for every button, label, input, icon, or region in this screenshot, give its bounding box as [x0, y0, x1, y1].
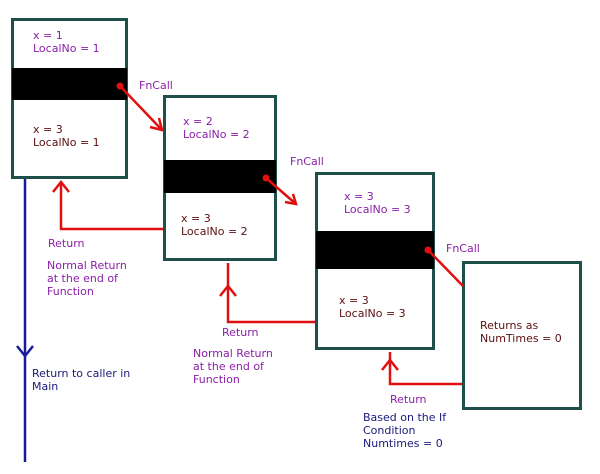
normal-return-note-2-line-3: Function [193, 373, 240, 386]
return-to-main-line-1: Return to caller in [32, 367, 131, 380]
call-bar-3 [316, 231, 434, 269]
fncall-dot-1 [116, 82, 124, 90]
frame-2-before-x: x = 2 [183, 115, 213, 128]
fncall-dot-3 [424, 246, 432, 254]
fncall-label-2: FnCall [290, 155, 324, 168]
call-bar-2 [164, 160, 276, 193]
normal-return-note-1-line-1: Normal Return [47, 259, 127, 272]
normal-return-note-2-line-1: Normal Return [193, 347, 273, 360]
base-case-note-line-1: Based on the If [363, 411, 447, 424]
frame-1-after-localno: LocalNo = 1 [33, 136, 100, 149]
base-case-note-line-2: Condition [363, 424, 416, 437]
fncall-label-3: FnCall [446, 242, 480, 255]
frame-1-before-localno: LocalNo = 1 [33, 42, 100, 55]
fncall-arrow-3 [427, 249, 464, 287]
fncall-dot-2 [262, 174, 270, 182]
frame-1-after-x: x = 3 [33, 123, 63, 136]
fncall-arrow-2 [265, 177, 298, 206]
frame-2-after-localno: LocalNo = 2 [181, 225, 248, 238]
normal-return-note-2-line-2: at the end of [193, 360, 264, 373]
return-to-main-line-2: Main [32, 380, 59, 393]
frame-4-numtimes: NumTimes = 0 [480, 332, 562, 345]
fncall-arrow-1 [119, 85, 164, 132]
frame-2-after-x: x = 3 [181, 212, 211, 225]
fncall-label-1: FnCall [139, 79, 173, 92]
frame-3-after-localno: LocalNo = 3 [339, 307, 406, 320]
return-arrow-1 [52, 179, 163, 231]
frame-4-returns-as: Returns as [480, 319, 539, 332]
stack-frame-4 [462, 261, 582, 410]
return-label-2: Return [222, 326, 259, 339]
call-bar-1 [12, 68, 127, 100]
frame-1-before-x: x = 1 [33, 29, 63, 42]
frame-2-before-localno: LocalNo = 2 [183, 128, 250, 141]
return-arrow-2 [219, 263, 315, 324]
base-case-note-line-3: Numtimes = 0 [363, 437, 443, 450]
frame-3-before-localno: LocalNo = 3 [344, 203, 411, 216]
frame-3-before-x: x = 3 [344, 190, 374, 203]
normal-return-note-1-line-2: at the end of [47, 272, 118, 285]
return-arrow-3 [381, 352, 462, 386]
return-label-1: Return [48, 237, 85, 250]
normal-return-note-1-line-3: Function [47, 285, 94, 298]
frame-3-after-x: x = 3 [339, 294, 369, 307]
return-label-3: Return [390, 393, 427, 406]
return-to-main-line [16, 179, 34, 462]
